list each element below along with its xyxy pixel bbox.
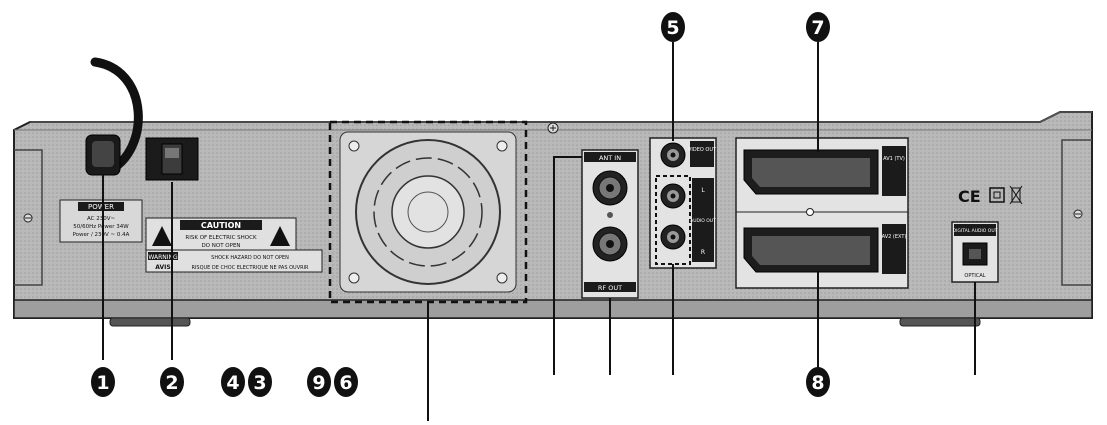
scart-av1-label: AV1 (TV): [883, 156, 905, 162]
callout-7: 7: [806, 12, 830, 42]
power-switch[interactable]: [145, 137, 199, 181]
rf-out-label: RF OUT: [598, 284, 622, 292]
callout-3-number: 3: [253, 372, 266, 394]
caution-title: CAUTION: [201, 221, 241, 230]
video-out-label: VIDEO OUT: [688, 147, 717, 153]
callout-8-number: 8: [811, 372, 824, 394]
power-spec-line-2: 50/60Hz Power 34W: [73, 224, 129, 230]
callout-1: 1: [91, 367, 115, 397]
digital-audio-label: DIGITAL AUDIO OUT: [953, 228, 998, 234]
weee-bin-icon: [1009, 185, 1023, 205]
callout-2: 2: [160, 367, 184, 397]
ant-in-label: ANT IN: [599, 154, 621, 162]
optical-connector[interactable]: [962, 242, 988, 266]
warning-text-1: SHOCK HAZARD DO NOT OPEN: [211, 255, 289, 261]
double-insulation-icon: [989, 187, 1005, 203]
power-cord[interactable]: [85, 57, 143, 176]
scart-av2-label: AV2 (EXT): [882, 234, 907, 240]
audio-out-label: AUDIO OUT: [690, 218, 716, 224]
audio-out-right-jack[interactable]: [660, 224, 686, 250]
scart-block: AV1 (TV) AV2 (EXT): [735, 137, 909, 289]
rf-out-connector[interactable]: [592, 226, 628, 262]
caution-line-2: DO NOT OPEN: [201, 243, 240, 249]
power-spec-line-1: AC 230V~: [87, 216, 116, 222]
video-out-jack[interactable]: [660, 142, 686, 168]
audio-left-label: L: [701, 187, 705, 194]
callout-9: 9: [307, 367, 331, 397]
callout-4: 4: [221, 367, 245, 397]
ant-in-connector[interactable]: [592, 170, 628, 206]
lightning-warning-icon: [152, 226, 172, 246]
callout-6-number: 6: [339, 372, 352, 394]
warning-label: WARNING: [148, 254, 178, 261]
callout-8: 8: [806, 367, 830, 397]
callout-9-number: 9: [312, 372, 325, 394]
callout-5-number: 5: [666, 17, 679, 39]
audio-right-label: R: [701, 249, 705, 256]
optical-label: OPTICAL: [964, 273, 985, 279]
callout-6: 6: [334, 367, 358, 397]
audio-out-left-jack[interactable]: [660, 183, 686, 209]
callout-7-number: 7: [811, 17, 824, 39]
leader-line-ant-in: [553, 156, 582, 375]
callout-1-number: 1: [96, 372, 109, 394]
callout-4-number: 4: [226, 372, 239, 394]
avis-label: AVIS: [155, 264, 170, 271]
power-rating-label: POWER AC 230V~ 50/60Hz Power 34W Power /…: [59, 199, 143, 243]
cooling-fan: [328, 120, 528, 304]
callout-3: 3: [248, 367, 272, 397]
leader-lines: [102, 42, 976, 421]
av-out-block: VIDEO OUT L AUDIO OUT R: [649, 137, 717, 269]
power-label: POWER: [88, 203, 114, 211]
scart-av1-connector[interactable]: [743, 149, 879, 195]
callout-5: 5: [661, 12, 685, 42]
exclamation-warning-icon: [270, 226, 290, 246]
rf-module: ANT IN RF OUT: [581, 149, 639, 299]
scart-av2-connector[interactable]: [743, 227, 879, 273]
digital-audio-block: DIGITAL AUDIO OUT OPTICAL: [951, 221, 999, 283]
warning-text-2: RISQUE DE CHOC ELECTRIQUE NE PAS OUVRIR: [191, 265, 309, 271]
callout-markers: 1 2 4 3 9 6 5 7: [91, 12, 830, 397]
callout-2-number: 2: [165, 372, 178, 394]
ce-mark: CE: [958, 187, 981, 206]
caution-line-1: RISK OF ELECTRIC SHOCK: [185, 235, 257, 241]
ce-mark-area: CE: [958, 185, 1023, 206]
power-spec-line-3: Power / 230V ~ 0.4A: [73, 232, 130, 238]
